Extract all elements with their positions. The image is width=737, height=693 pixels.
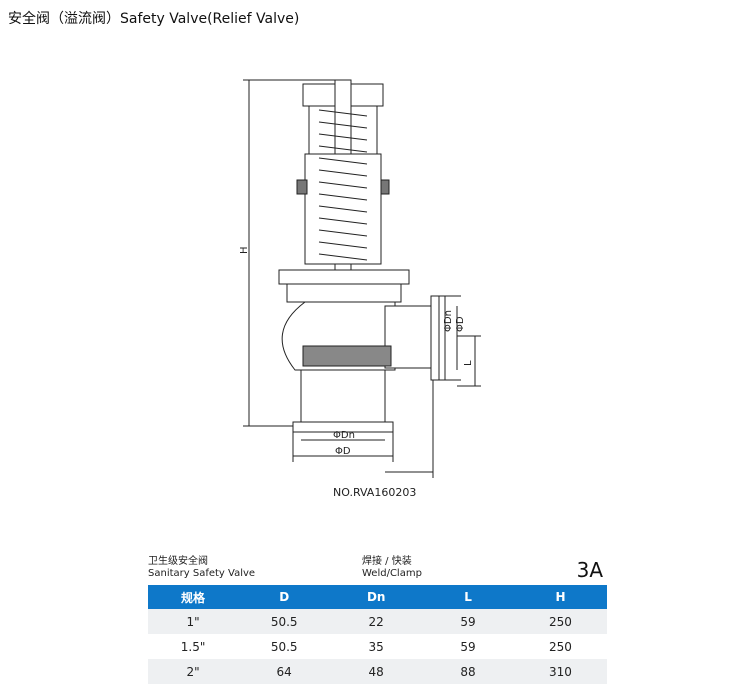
table-cell: 35 (330, 634, 423, 659)
connection-type-cn: 焊接 / 快装 (362, 556, 412, 567)
spec-table: 规格 D Dn L H 1" 50.5 22 59 250 1.5" 50.5 … (148, 585, 607, 684)
dim-label-h: H (239, 246, 250, 254)
table-cell: 50.5 (238, 609, 331, 634)
table-cell: 250 (513, 609, 607, 634)
dim-label-d-bottom: ΦD (335, 446, 351, 457)
table-row: 2" 64 48 88 310 (148, 659, 607, 684)
spec-header: 卫生级安全阀 Sanitary Safety Valve 焊接 / 快装 Wel… (148, 556, 607, 584)
table-row: 1.5" 50.5 35 59 250 (148, 634, 607, 659)
column-header: H (513, 585, 607, 609)
drawing-number: NO.RVA160203 (333, 486, 417, 499)
table-cell: 88 (422, 659, 514, 684)
table-cell: 59 (422, 609, 514, 634)
dim-label-l: L (463, 360, 474, 366)
table-cell: 1" (148, 609, 239, 634)
grade-badge: 3A (576, 558, 603, 582)
product-name: 卫生级安全阀 Sanitary Safety Valve (148, 556, 255, 580)
table-cell: 48 (330, 659, 423, 684)
column-header: Dn (330, 585, 423, 609)
valve-drawing: H ΦDn ΦD ΦDn ΦD L (239, 79, 481, 478)
table-header-row: 规格 D Dn L H (148, 585, 607, 609)
table-cell: 310 (513, 659, 607, 684)
page-title: 安全阀（溢流阀）Safety Valve(Relief Valve) (8, 11, 300, 27)
connection-type: 焊接 / 快装 Weld/Clamp (362, 556, 422, 580)
dim-label-d-side: ΦD (455, 316, 466, 332)
dim-label-dn-side: ΦDn (443, 310, 454, 332)
table-cell: 1.5" (148, 634, 239, 659)
product-name-en: Sanitary Safety Valve (148, 568, 256, 579)
table-cell: 22 (330, 609, 423, 634)
column-header: D (238, 585, 331, 609)
column-header: L (422, 585, 514, 609)
table-cell: 2" (148, 659, 239, 684)
dim-label-dn-bottom: ΦDn (333, 430, 355, 441)
table-cell: 50.5 (238, 634, 331, 659)
table-cell: 64 (238, 659, 331, 684)
connection-type-en: Weld/Clamp (362, 568, 422, 579)
table-cell: 59 (422, 634, 514, 659)
product-name-cn: 卫生级安全阀 (148, 556, 208, 567)
column-header: 规格 (148, 585, 239, 609)
table-row: 1" 50.5 22 59 250 (148, 609, 607, 634)
table-cell: 250 (513, 634, 607, 659)
